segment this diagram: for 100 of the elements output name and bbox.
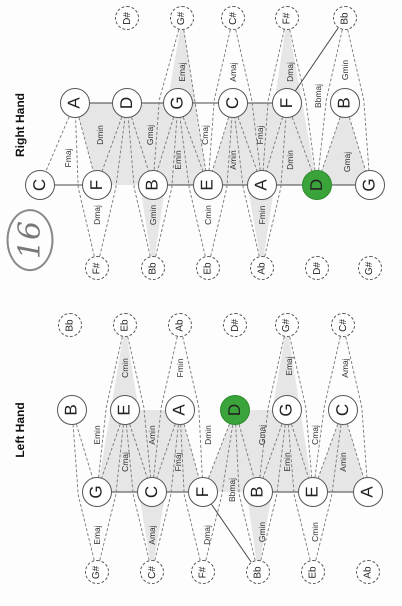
- connector-line: [235, 424, 256, 561]
- chord-label: Fmaj: [63, 148, 73, 168]
- connector-line: [76, 424, 94, 478]
- chord-label: Dmin: [203, 425, 213, 445]
- connector-line: [155, 118, 178, 257]
- connector-line: [168, 184, 194, 186]
- note-circle: C#: [331, 313, 355, 337]
- connector-line: [238, 424, 254, 478]
- connector-line: [156, 116, 174, 172]
- note-circle: A: [353, 477, 383, 507]
- chord-label: Emin: [173, 150, 183, 170]
- chord-label: Cmaj: [310, 425, 320, 445]
- chord-label: Amaj: [147, 525, 157, 545]
- note-circle: F#: [275, 6, 299, 30]
- note-circle: G#: [358, 256, 382, 280]
- note-circle: D: [112, 88, 142, 118]
- note-circle: E: [193, 170, 223, 200]
- chord-label: Gmin: [148, 204, 158, 226]
- chord-label: Amaj: [228, 62, 238, 82]
- note-circle: F#: [85, 256, 109, 280]
- connector-line: [154, 424, 179, 561]
- chord-label: Emin: [282, 452, 292, 472]
- connector-line: [101, 424, 121, 478]
- note-circle: F: [82, 170, 112, 200]
- note-circle: A: [165, 395, 195, 425]
- note-circle: C: [25, 170, 55, 200]
- connector-line: [156, 424, 176, 478]
- chord-label: Cmaj: [200, 125, 210, 145]
- chord-label: Dmaj: [92, 205, 102, 225]
- chord-label: Amin: [147, 425, 157, 445]
- connector-line: [131, 116, 149, 172]
- connector-line: [238, 116, 258, 172]
- connector-line: [54, 184, 82, 186]
- note-circle: Eb: [113, 313, 137, 337]
- connector-line: [192, 102, 218, 104]
- connector-line: [235, 29, 261, 171]
- chord-label: Emin: [92, 425, 102, 445]
- connector-line: [222, 184, 248, 186]
- connector-line: [345, 336, 368, 478]
- connector-line: [318, 424, 338, 478]
- chord-label: Fmaj: [173, 452, 183, 472]
- connector-line: [262, 29, 285, 170]
- chord-label: Emaj: [177, 62, 187, 82]
- connector-line: [248, 102, 272, 104]
- connector-line: [314, 336, 341, 478]
- connector-line: [182, 116, 204, 172]
- note-circle: Eb: [301, 560, 325, 584]
- connector-line: [180, 424, 201, 561]
- connector-line: [208, 29, 231, 170]
- connector-line: [153, 336, 178, 478]
- note-circle: Bb: [246, 560, 270, 584]
- note-circle: G#: [275, 313, 299, 337]
- note-circle: Ab: [250, 256, 274, 280]
- chord-label: Fmin: [175, 358, 185, 378]
- connector-line: [90, 102, 112, 104]
- chord-label: Dmin: [285, 150, 295, 170]
- chord-label: Fmin: [257, 206, 267, 224]
- connector-line: [208, 424, 230, 478]
- note-circle: Bb: [333, 6, 357, 30]
- connector-line: [264, 118, 286, 257]
- chord-label: Dmaj: [285, 62, 295, 82]
- section-heading: Left Hand: [13, 402, 27, 458]
- chord-label: Cmin: [120, 358, 130, 378]
- chord-label: Gmin: [257, 522, 267, 542]
- chord-label: Amaj: [340, 358, 350, 378]
- chord-label: Fmaj: [255, 126, 265, 144]
- connector-line: [212, 116, 230, 172]
- connector-line: [347, 29, 370, 170]
- connector-line: [260, 424, 286, 561]
- connector-line: [154, 29, 180, 170]
- connector-line: [292, 116, 312, 172]
- note-circle: A: [60, 88, 90, 118]
- connector-line: [129, 424, 148, 478]
- note-circle: D#: [305, 256, 329, 280]
- connector-line: [75, 118, 95, 257]
- chord-label: Bbmaj: [313, 84, 323, 108]
- handwritten-note: 16: [6, 208, 54, 272]
- connector-line: [127, 336, 152, 478]
- connector-line: [126, 424, 150, 561]
- connector-line: [98, 336, 123, 478]
- note-circle: G: [82, 477, 112, 507]
- chord-label: Emaj: [92, 525, 102, 545]
- note-circle: G#: [170, 6, 194, 30]
- note-circle: D#: [223, 313, 247, 337]
- note-circle: Bb: [58, 313, 82, 337]
- connector-line: [295, 27, 339, 92]
- connector-line: [142, 102, 164, 104]
- chord-label: Cmin: [310, 522, 320, 542]
- connector-line: [315, 424, 342, 561]
- note-circle: G: [355, 170, 385, 200]
- note-circle: D: [302, 170, 332, 200]
- connector-line: [128, 117, 151, 257]
- connector-line: [289, 336, 312, 478]
- connector-line: [259, 336, 285, 478]
- chord-label: Amin: [338, 452, 348, 472]
- connector-line: [102, 116, 122, 172]
- chord-label: Bbmaj: [227, 478, 237, 502]
- connector-line: [266, 116, 284, 172]
- note-circle: B: [57, 395, 87, 425]
- connector-line: [262, 424, 282, 478]
